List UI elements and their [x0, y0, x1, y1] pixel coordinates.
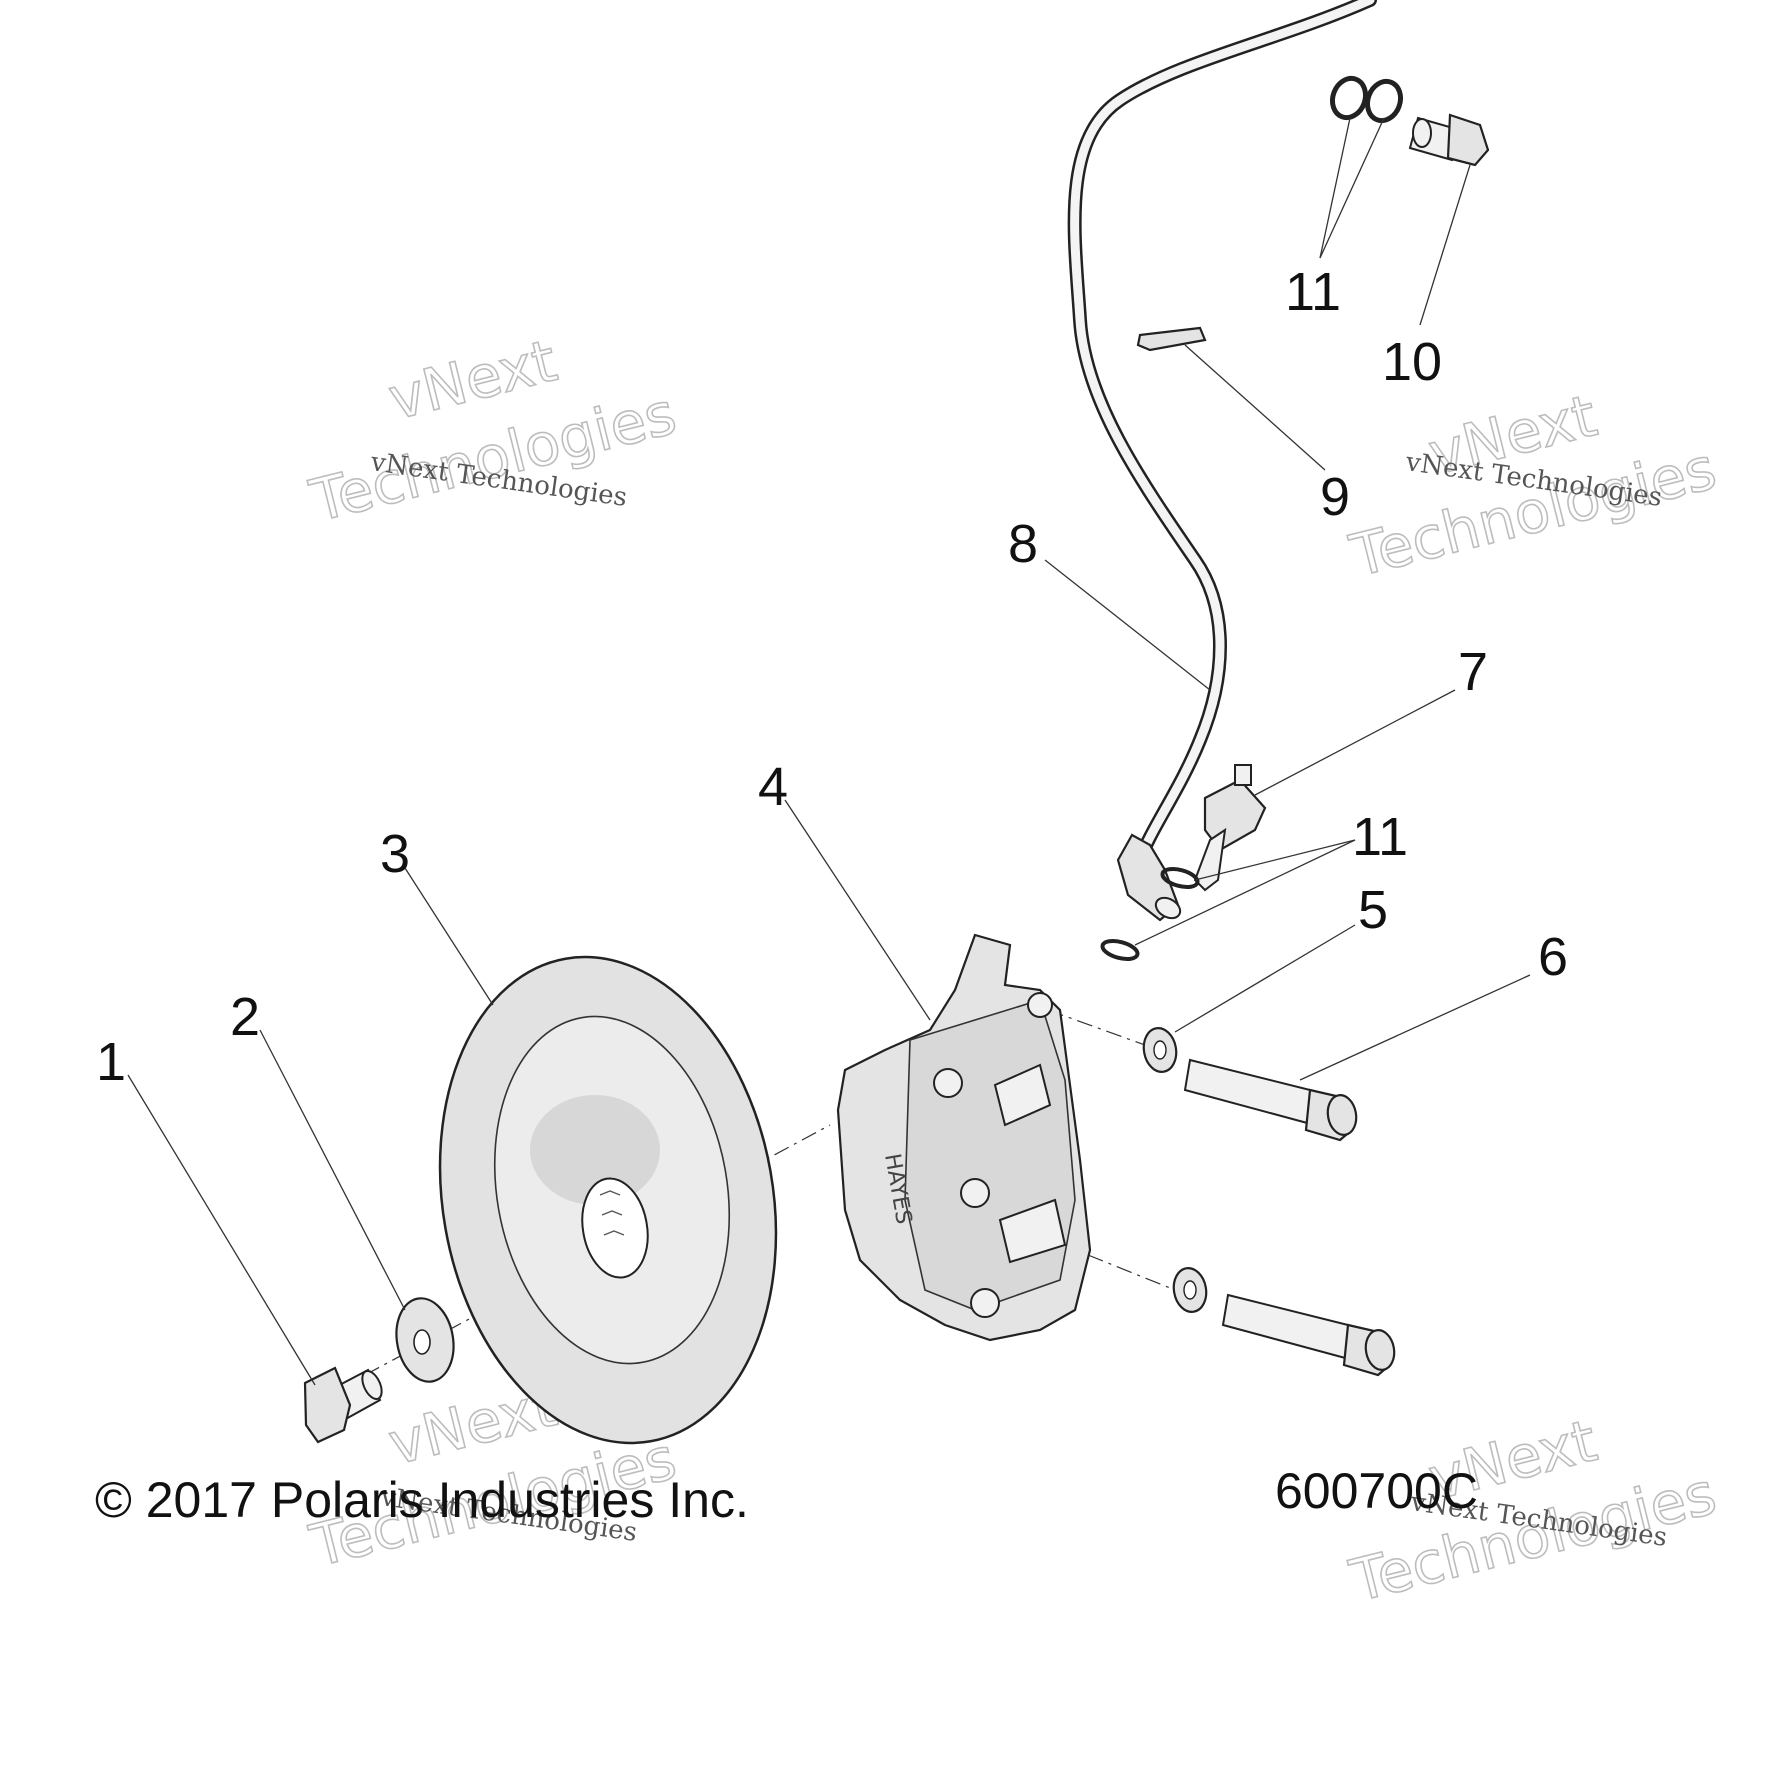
callout-1: 1	[96, 1032, 126, 1092]
callout-7: 7	[1458, 642, 1488, 702]
copyright-text: © 2017 Polaris Industries Inc.	[95, 1472, 749, 1528]
callout-9: 9	[1320, 467, 1350, 527]
hex-bolt	[303, 1366, 383, 1444]
socket-bolt-upper	[1183, 1058, 1358, 1142]
callout-11-lower: 11	[1352, 807, 1408, 867]
callout-3: 3	[380, 824, 410, 884]
callout-6: 6	[1538, 927, 1568, 987]
socket-bolt-lower	[1221, 1293, 1396, 1377]
brake-disc	[438, 955, 778, 1445]
callout-11-top: 11	[1285, 262, 1341, 322]
brake-hose	[1067, 0, 1377, 922]
brake-caliper: HAYES	[836, 933, 1092, 1342]
sealing-washer-lower-2	[1100, 938, 1140, 962]
bleeder-valve	[1193, 764, 1267, 892]
sealing-washer-top-2	[1364, 78, 1404, 124]
figure-code: 600700C	[1275, 1463, 1478, 1519]
lower-bolt-centerline	[1087, 1254, 1176, 1291]
leader-lines	[127, 117, 1531, 1386]
sealing-washer-top-1	[1329, 75, 1369, 121]
callout-5: 5	[1358, 880, 1388, 940]
callouts: 1 2 3 4 5 6 7 8 9 10 11 11	[96, 262, 1568, 1092]
callout-8: 8	[1008, 514, 1038, 574]
callout-4: 4	[758, 757, 788, 817]
upper-bolt-centerline	[1047, 1009, 1146, 1046]
banjo-bolt	[1408, 113, 1490, 167]
sealing-washer-lower-1	[1160, 866, 1200, 890]
callout-10: 10	[1382, 332, 1442, 392]
callout-2: 2	[230, 987, 260, 1047]
washer-large	[395, 1297, 455, 1383]
hose-clip	[1136, 326, 1207, 352]
